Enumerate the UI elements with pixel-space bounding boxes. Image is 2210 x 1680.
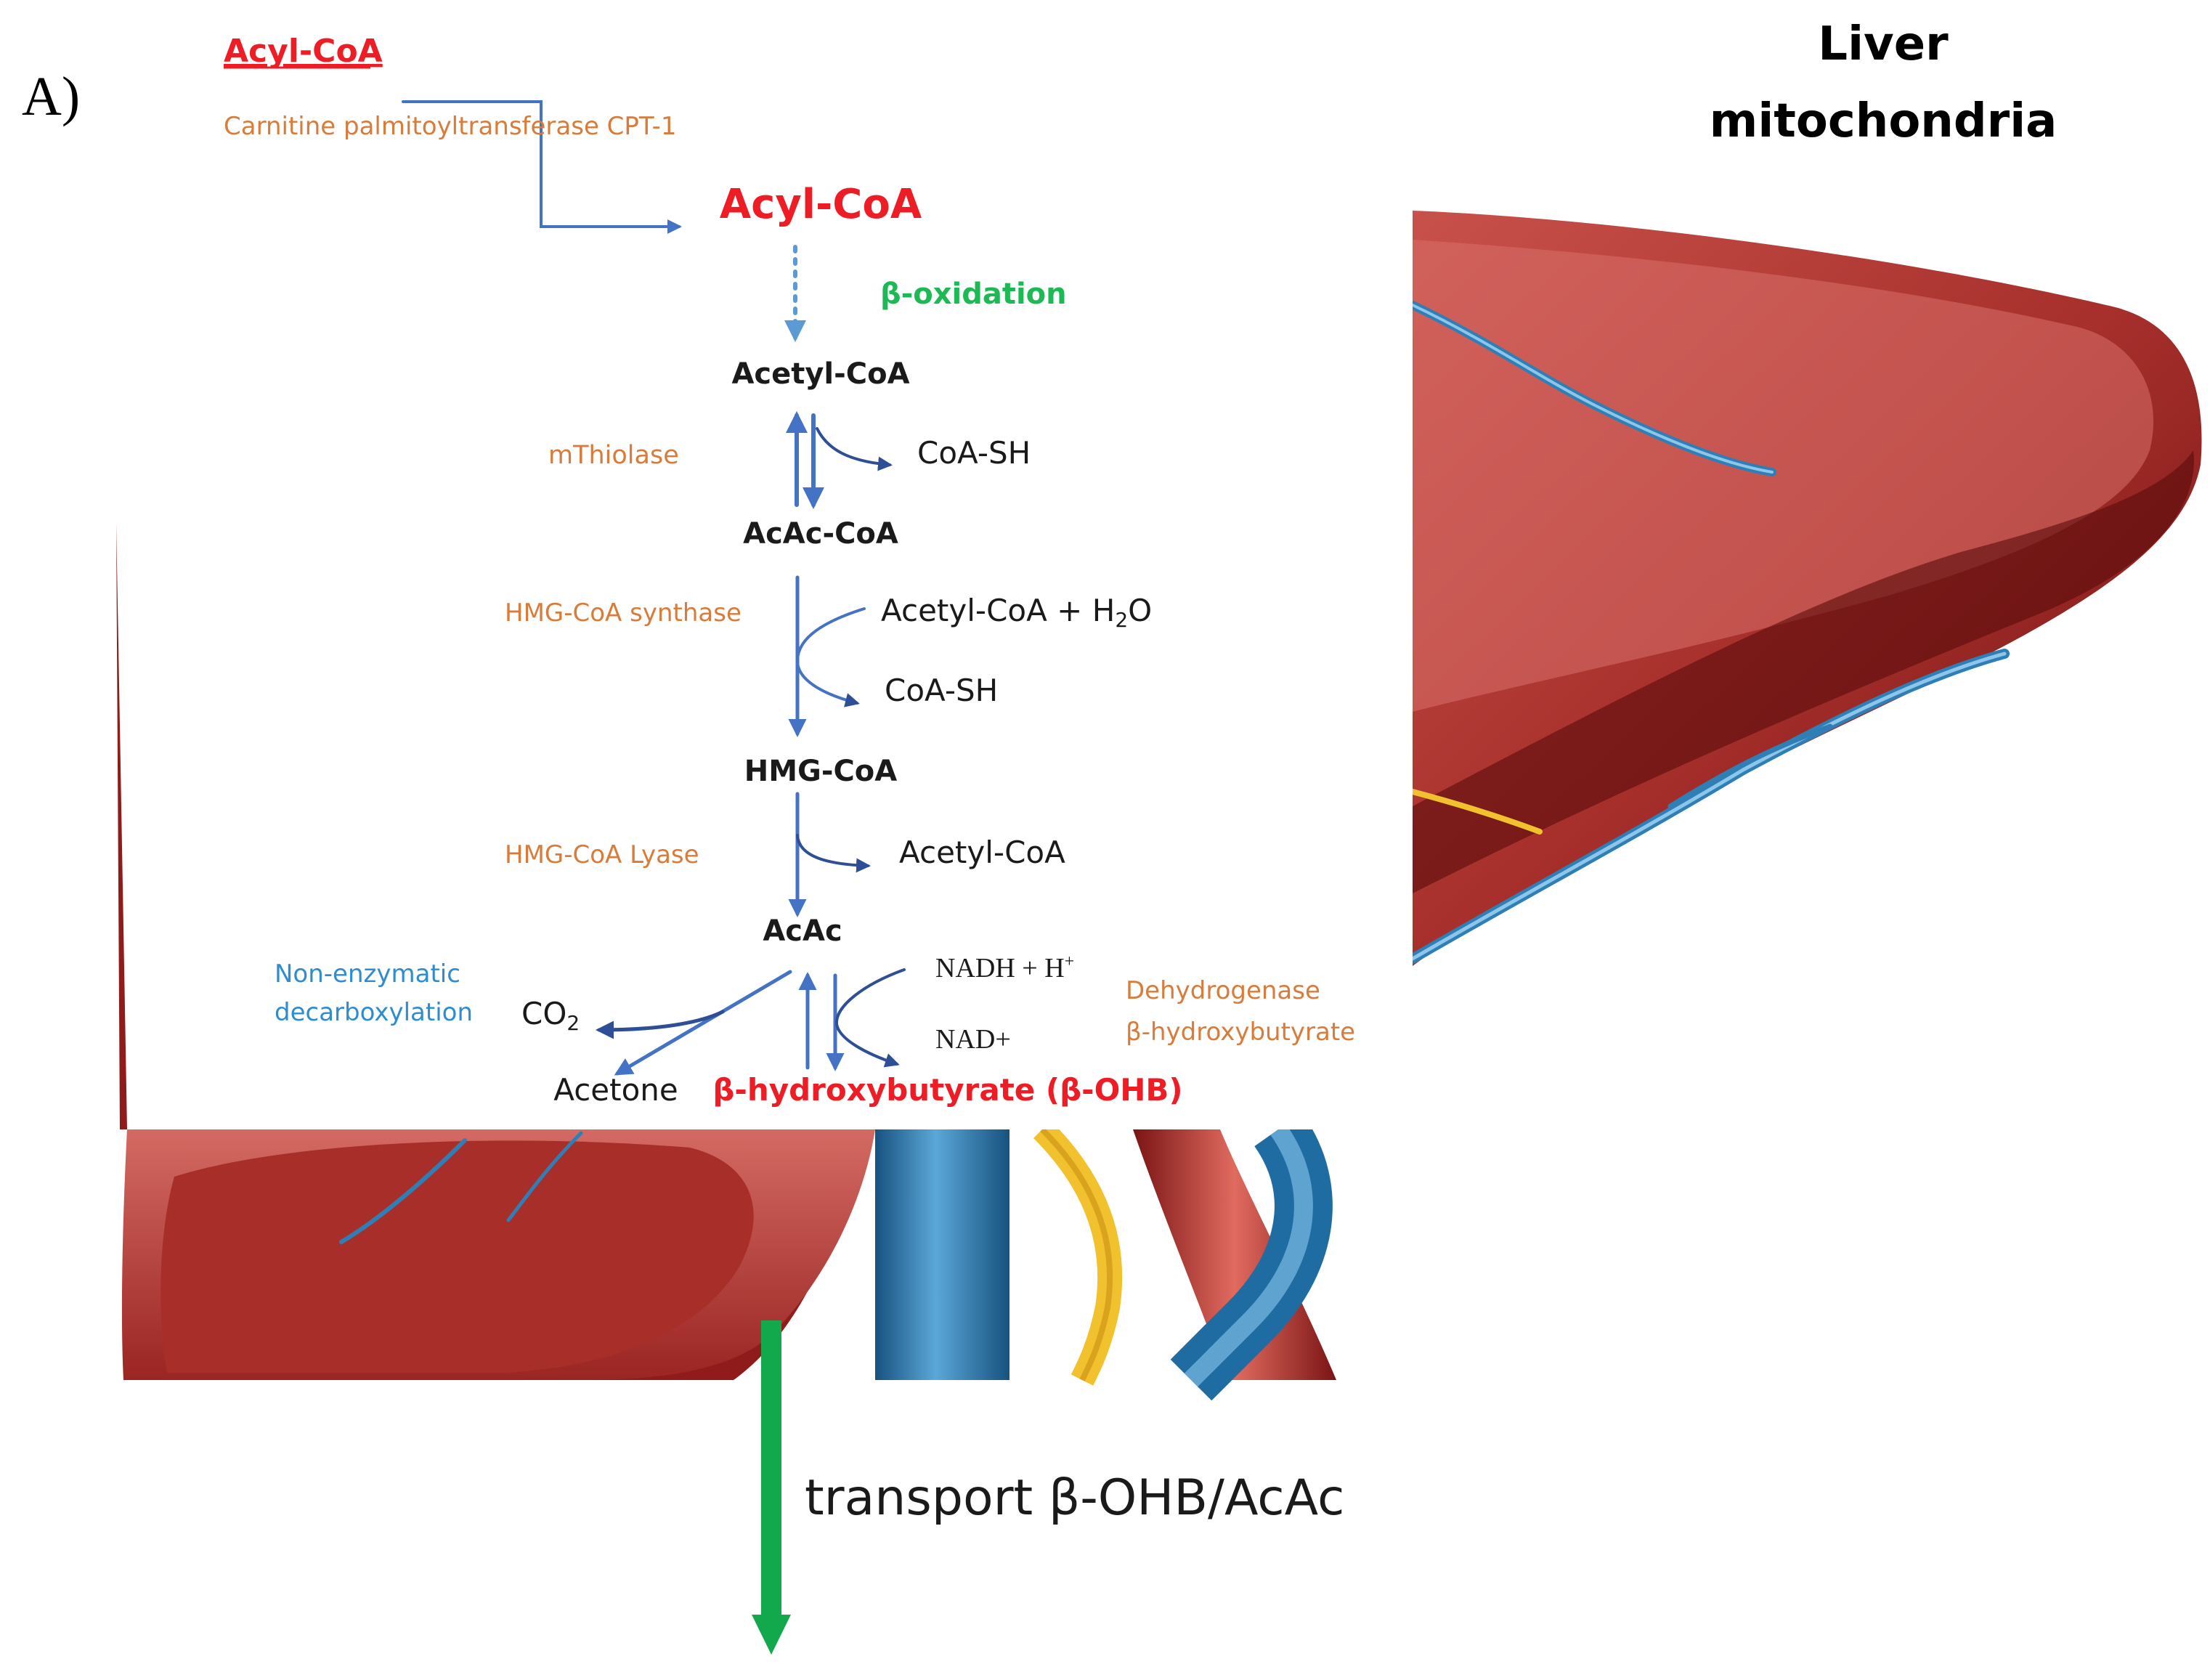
cytosolic-acyl-coa-label: Acyl-CoA [224,33,383,70]
vena-cava-highlight [1184,1124,1313,1387]
acac-coa-label: AcAc-CoA [743,517,898,551]
hmg-coa-label: HMG-CoA [744,755,898,788]
title-line-2: mitochondria [1710,94,2057,148]
transport-arrow [752,1320,791,1655]
thiolase-label: mThiolase [548,441,679,470]
liver-illustration [116,211,2202,1401]
pathway-panel [0,0,1413,1129]
transport-label: transport β-OHB/AcAc [805,1469,1344,1527]
transport-arrow-shaft [761,1320,781,1615]
acetyl-h2o-label: Acetyl-CoA + H2O [881,593,1152,632]
nadh-nad-arrow [834,968,906,1068]
panel-label: A) [22,66,80,127]
title-line-1: Liver [1818,17,1949,71]
nadh-base: NADH + H [935,953,1065,983]
dehydrogenase-label-2: β-hydroxybutyrate [1126,1018,1355,1047]
cpt1-label: Carnitine palmitoyltransferase CPT-1 [224,112,676,141]
acyl-coa-label: Acyl-CoA [720,181,922,228]
lyase-acetyl-arrow [796,834,871,873]
thiolase-coash-arrow [816,427,893,471]
nadh-sup: + [1065,952,1075,971]
liver-right-lobe-highlight [1413,240,2154,712]
liver-bile-duct [1410,789,1543,835]
acetyl-h2o-sub: 2 [1115,608,1128,632]
liver-vessel-2b [1410,652,2007,961]
non-enzymatic-label-1: Non-enzymatic [275,959,460,989]
pathway-arrows [402,100,906,1076]
transport-arrow-head [752,1615,791,1655]
nad-label: NAD+ [935,1024,1011,1055]
acetone-label: Acetone [553,1072,678,1108]
bile-duct-shade [1040,1127,1113,1381]
acetone-arrow [614,970,792,1076]
acetyl-h2o-pre: Acetyl-CoA + H [881,593,1115,628]
portal-vein [875,1129,1009,1380]
liver-vessel-3 [1667,723,1833,809]
liver-vessel-1b [1411,304,1774,474]
acetyl-h2o-post: O [1128,593,1152,628]
liver-left-lobe-vessel-2 [506,1131,583,1222]
synthase-inout-arrow [795,607,866,707]
hmg-synthase-label: HMG-CoA synthase [505,598,742,628]
nadh-label: NADH + H+ [935,952,1074,983]
hmg-lyase-label: HMG-CoA Lyase [505,840,699,869]
co2-label: CO2 [521,996,580,1035]
co2-base: CO [521,996,566,1031]
bohb-label: β-hydroxybutyrate (β-OHB) [712,1072,1182,1108]
acac-label: AcAc [763,914,842,948]
coa-sh-label-2: CoA-SH [885,673,998,708]
co2-arrow [596,1010,725,1039]
pathway-labels: A) Liver mitochondria Acyl-CoA Carnitine… [22,17,2057,1527]
coa-sh-label-1: CoA-SH [917,435,1031,471]
lyase-acetyl-coa-label: Acetyl-CoA [899,835,1065,870]
liver-right-lobe-shadow [1413,450,2194,893]
beta-oxidation-label: β-oxidation [880,277,1067,311]
co2-sub: 2 [566,1011,580,1035]
liver-left-lobe-vessel [339,1138,467,1244]
dehydrogenase-label-1: Dehydrogenase [1126,976,1320,1005]
non-enzymatic-label-2: decarboxylation [275,998,473,1027]
acetyl-coa-label: Acetyl-CoA [731,357,909,391]
liver-left-lobe-inner [161,1140,754,1373]
cpt1-arrow [402,100,682,234]
